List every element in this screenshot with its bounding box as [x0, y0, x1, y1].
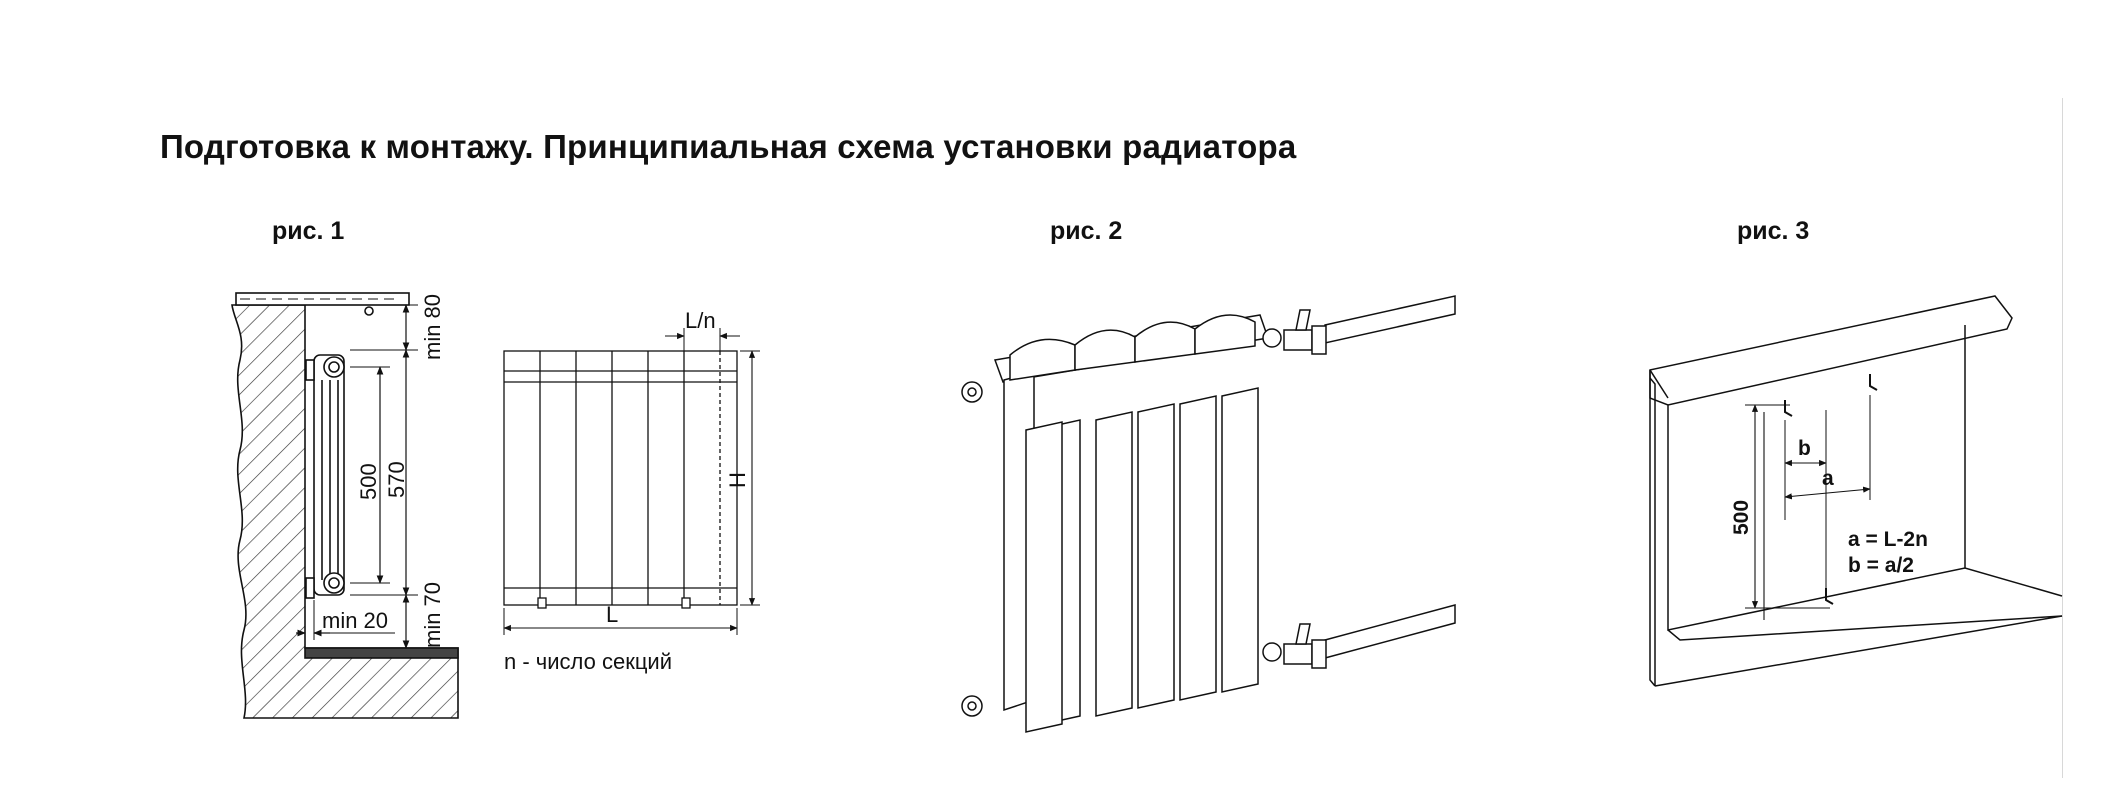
- sections-note: n - число секций: [504, 649, 672, 674]
- formula-a: a = L-2n: [1848, 528, 1928, 551]
- radiator-sections: [1003, 371, 1259, 733]
- figure-2-caption: рис. 2: [1050, 217, 1123, 245]
- dim-Ln: L/n: [685, 308, 716, 333]
- label-b: b: [1798, 437, 1811, 460]
- air-vent-plug: [961, 381, 983, 717]
- figure-3-labels: 500 b a a = L-2n b = a/2: [1730, 437, 1928, 577]
- figure-1-front-labels: L/n H L n - число секций: [504, 308, 750, 674]
- valve-top: [1262, 309, 1327, 355]
- page-title: Подготовка к монтажу. Принципиальная схе…: [160, 128, 1297, 165]
- dim-L: L: [606, 602, 618, 627]
- dim-min20: min 20: [322, 608, 388, 633]
- figure-1-side-view: [231, 292, 459, 719]
- figure-3-caption: рис. 3: [1737, 217, 1810, 245]
- dim-min80: min 80: [420, 294, 445, 360]
- label-a: a: [1822, 467, 1834, 490]
- dim-500-niche: 500: [1730, 500, 1753, 535]
- dim-min70: min 70: [420, 582, 445, 648]
- figure-1-front-view: [503, 328, 760, 635]
- valve-bottom: [1262, 623, 1327, 669]
- dim-570: 570: [384, 461, 409, 498]
- dim-500: 500: [356, 463, 381, 500]
- dim-H: H: [725, 472, 750, 488]
- figure-1-dimension-labels: min 80 500 570 min 70 min 20: [322, 294, 445, 648]
- page-edge-divider: [2062, 98, 2063, 778]
- figure-3-niche: [1649, 295, 2063, 687]
- window-sill-board: [1649, 295, 2013, 406]
- floor-slab: [304, 647, 459, 659]
- figure-2-radiator: [961, 295, 1456, 733]
- radiator-side: [313, 354, 345, 596]
- figure-1-caption: рис. 1: [272, 217, 345, 245]
- wall-section: [231, 304, 459, 719]
- formula-b: b = a/2: [1848, 554, 1914, 577]
- supply-pipe: [1324, 295, 1456, 659]
